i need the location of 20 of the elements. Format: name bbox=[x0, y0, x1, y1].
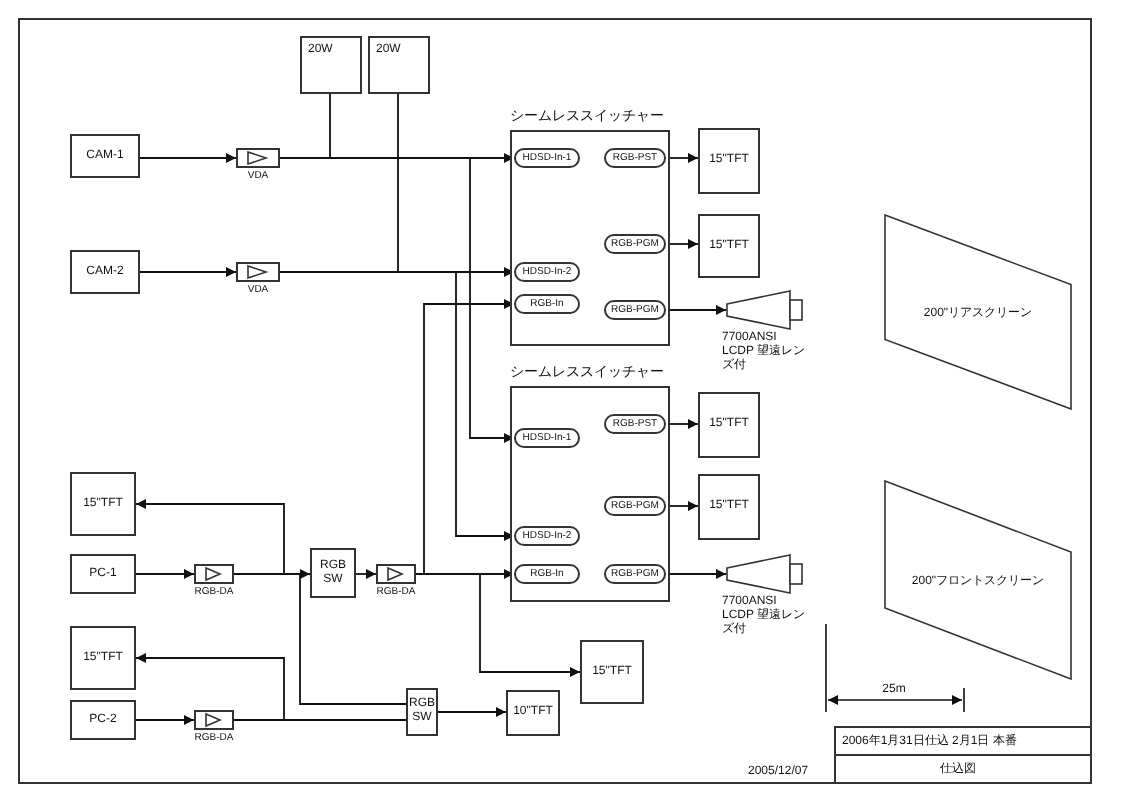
amplifier-symbol bbox=[236, 148, 280, 168]
amplifier-symbol bbox=[236, 262, 280, 282]
amplifier-symbol bbox=[376, 564, 416, 584]
arrow bbox=[279, 157, 515, 443]
connector-line bbox=[233, 573, 407, 705]
amplifier-symbol bbox=[194, 710, 234, 730]
projector-drawing bbox=[726, 554, 806, 594]
projector-drawing bbox=[726, 290, 806, 330]
arrow bbox=[279, 271, 515, 541]
arrow bbox=[135, 715, 195, 725]
arrow bbox=[135, 569, 195, 579]
arrow bbox=[139, 267, 237, 277]
arrow bbox=[437, 707, 507, 717]
connector-line bbox=[233, 719, 407, 721]
arrow bbox=[355, 569, 377, 579]
arrow bbox=[139, 153, 237, 163]
arrow bbox=[415, 573, 581, 677]
amplifier-symbol bbox=[194, 564, 234, 584]
arrow bbox=[135, 499, 285, 575]
arrow bbox=[135, 653, 285, 721]
